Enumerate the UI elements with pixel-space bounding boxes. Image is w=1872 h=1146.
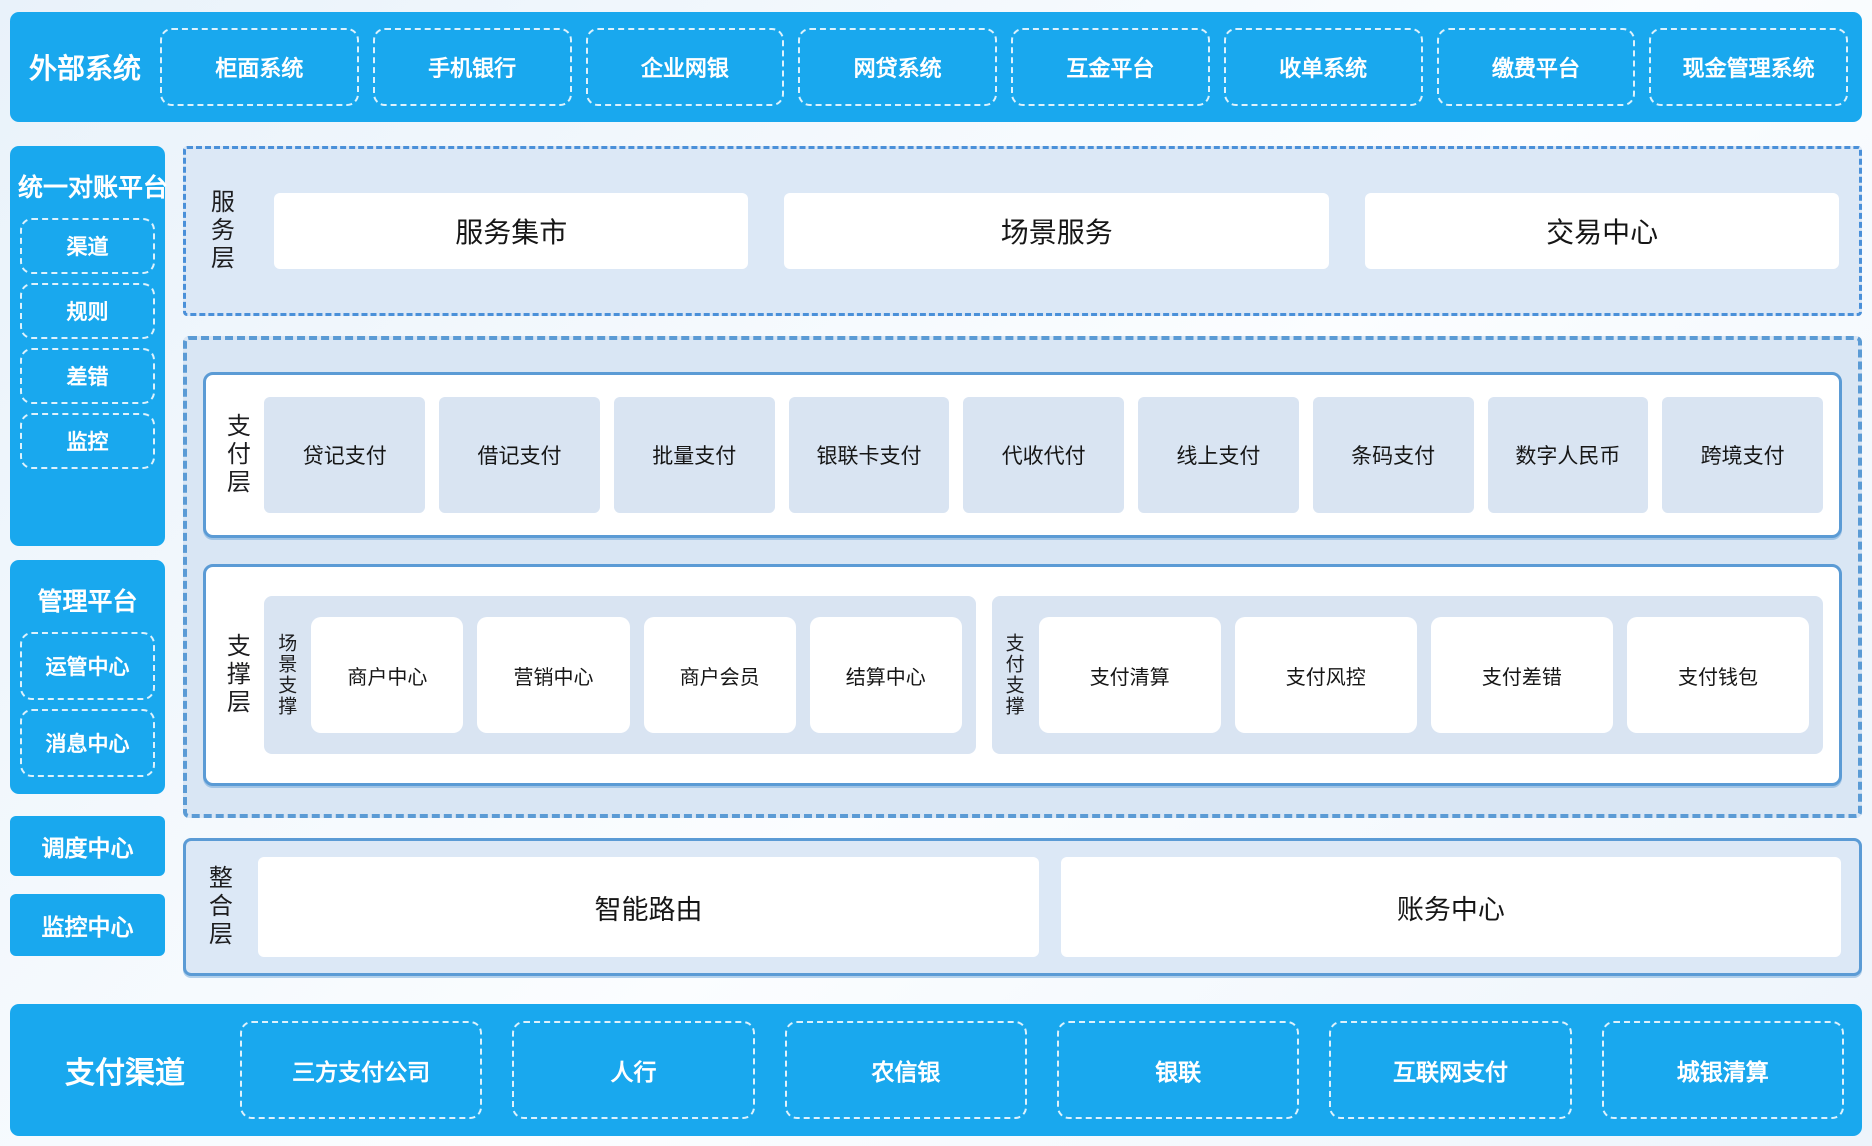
integration-box: 账务中心 <box>1060 857 1842 957</box>
integration-box: 智能路由 <box>258 857 1039 957</box>
dispatch-center-box: 调度中心 <box>10 816 165 876</box>
payment-channel-item: 三方支付公司 <box>240 1021 483 1119</box>
management-platform-block: 管理平台 运管中心 消息中心 <box>10 560 165 794</box>
payment-support-dashed-container: 支付层 贷记支付 借记支付 批量支付 银联卡支付 代收代付 线上支付 条码支付 … <box>183 336 1862 818</box>
service-box: 服务集市 <box>274 193 749 269</box>
middle-row: 统一对账平台 渠道 规则 差错 监控 管理平台 运管中心 消息中心 调度中心 监… <box>10 146 1862 976</box>
payment-cell: 借记支付 <box>439 397 600 513</box>
management-item: 运管中心 <box>20 632 155 700</box>
monitor-center-box: 监控中心 <box>10 894 165 956</box>
service-box: 场景服务 <box>784 193 1330 269</box>
reconciliation-item: 监控 <box>20 413 155 469</box>
service-box: 交易中心 <box>1365 193 1839 269</box>
reconciliation-platform-title: 统一对账平台 <box>18 174 169 202</box>
payment-channel-item: 人行 <box>512 1021 755 1119</box>
payment-layer-panel: 支付层 贷记支付 借记支付 批量支付 银联卡支付 代收代付 线上支付 条码支付 … <box>203 372 1842 538</box>
payment-support-cell: 支付差错 <box>1430 617 1613 733</box>
external-system-item: 网贷系统 <box>798 28 997 106</box>
payment-cell: 跨境支付 <box>1662 397 1823 513</box>
payment-channel-item: 农信银 <box>784 1021 1027 1119</box>
payment-support-cell: 支付钱包 <box>1626 617 1810 733</box>
integration-layer-section: 整合层 智能路由 账务中心 <box>183 838 1862 976</box>
scene-support-cell: 商户会员 <box>643 617 796 733</box>
external-system-item: 手机银行 <box>372 28 572 106</box>
payment-layer-label: 支付层 <box>222 413 250 497</box>
support-layer-label: 支撑层 <box>222 633 250 717</box>
external-systems-title: 外部系统 <box>28 53 141 84</box>
support-layer-groups: 场景支撑 商户中心 营销中心 商户会员 结算中心 支付支撑 支付清算 支付风控 … <box>264 596 1823 754</box>
external-system-item: 缴费平台 <box>1436 28 1636 106</box>
payment-cell: 批量支付 <box>613 397 775 513</box>
payment-channels-title: 支付渠道 <box>65 1057 185 1090</box>
left-sidebar: 统一对账平台 渠道 规则 差错 监控 管理平台 运管中心 消息中心 调度中心 监… <box>10 146 169 976</box>
payment-channels-items: 三方支付公司 人行 农信银 银联 互联网支付 城银清算 <box>240 1004 1844 1136</box>
external-system-item: 企业网银 <box>585 28 785 106</box>
support-layer-panel: 支撑层 场景支撑 商户中心 营销中心 商户会员 结算中心 支付支撑 支付清算 <box>203 564 1842 786</box>
payment-channel-item: 互联网支付 <box>1329 1021 1572 1119</box>
payment-cell: 条码支付 <box>1312 397 1474 513</box>
external-system-item: 互金平台 <box>1011 28 1210 106</box>
reconciliation-platform-block: 统一对账平台 渠道 规则 差错 监控 <box>10 146 169 546</box>
payment-cell: 代收代付 <box>963 397 1125 513</box>
scene-support-cell: 商户中心 <box>311 617 464 733</box>
payment-support-group: 支付支撑 支付清算 支付风控 支付差错 支付钱包 <box>991 596 1823 754</box>
payment-cell: 线上支付 <box>1138 397 1299 513</box>
integration-layer-label: 整合层 <box>204 865 232 949</box>
service-layer-section: 服务层 服务集市 场景服务 交易中心 <box>183 146 1862 316</box>
management-platform-title: 管理平台 <box>37 588 138 616</box>
payment-support-label: 支付支撑 <box>1002 633 1024 717</box>
scene-support-cell: 营销中心 <box>477 617 630 733</box>
management-item: 消息中心 <box>20 709 155 777</box>
payment-cell: 贷记支付 <box>264 397 426 513</box>
external-system-item: 收单系统 <box>1223 28 1423 106</box>
payment-channel-item: 银联 <box>1056 1021 1300 1119</box>
payment-support-cell: 支付风控 <box>1234 617 1417 733</box>
payment-support-cell: 支付清算 <box>1038 617 1221 733</box>
reconciliation-item: 渠道 <box>20 218 155 274</box>
reconciliation-item: 规则 <box>20 283 155 339</box>
external-systems-bar: 外部系统 柜面系统 手机银行 企业网银 网贷系统 互金平台 收单系统 缴费平台 … <box>10 12 1862 122</box>
external-system-item: 柜面系统 <box>160 28 359 106</box>
main-column: 服务层 服务集市 场景服务 交易中心 支付层 贷记支付 借记支付 批量支付 银联… <box>183 146 1862 976</box>
reconciliation-item: 差错 <box>20 348 155 404</box>
scene-support-group: 场景支撑 商户中心 营销中心 商户会员 结算中心 <box>264 596 976 754</box>
payment-cell: 银联卡支付 <box>788 397 950 513</box>
service-layer-label: 服务层 <box>206 189 234 273</box>
external-systems-items: 柜面系统 手机银行 企业网银 网贷系统 互金平台 收单系统 缴费平台 现金管理系… <box>160 12 1848 122</box>
scene-support-cell: 结算中心 <box>809 617 962 733</box>
payment-channels-bar: 支付渠道 三方支付公司 人行 农信银 银联 互联网支付 城银清算 <box>10 1004 1862 1136</box>
payment-channel-item: 城银清算 <box>1601 1021 1844 1119</box>
payment-cell: 数字人民币 <box>1487 397 1649 513</box>
payment-layer-cells: 贷记支付 借记支付 批量支付 银联卡支付 代收代付 线上支付 条码支付 数字人民… <box>264 397 1823 513</box>
external-system-item: 现金管理系统 <box>1649 28 1848 106</box>
scene-support-label: 场景支撑 <box>275 633 297 717</box>
